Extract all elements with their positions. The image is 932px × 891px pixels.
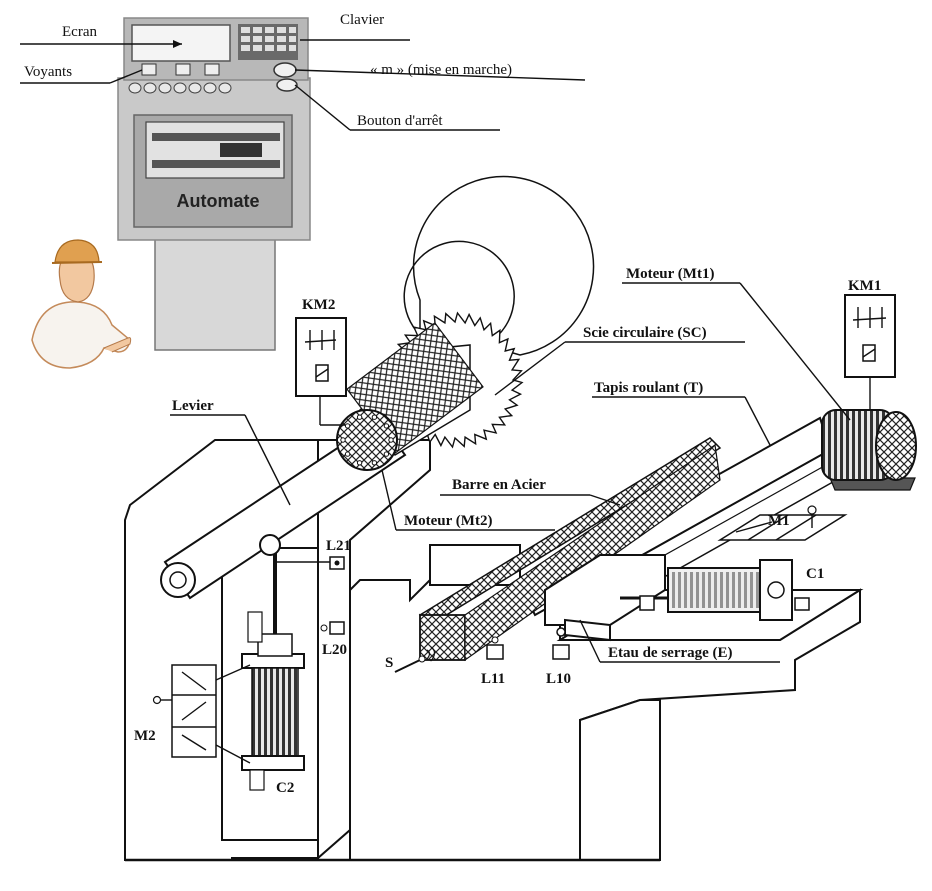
plc-callouts [20,39,586,131]
clamping-vise [544,554,666,642]
km1-contactor [844,294,896,410]
motor-bolt [344,451,351,457]
mt1-fan-cover [875,411,917,481]
vise-body [544,554,666,626]
l10-label: L10 [546,671,571,687]
sensor-s [394,646,436,673]
km1-label: KM1 [848,278,881,294]
moteur-mt1-label: Moteur (Mt1) [626,266,714,282]
saw-guard [403,175,595,356]
motor-bolt [388,437,394,443]
base-leg [579,699,661,861]
limit-switch-l11 [486,636,504,660]
scie-circulaire-label: Scie circulaire (SC) [583,325,707,341]
motor-bolt [356,460,363,466]
limit-switch-l20 [320,621,345,635]
voyants-label: Voyants [24,64,72,80]
etau-label: Etau de serrage (E) [608,645,733,661]
operator-illustration [31,239,132,369]
m1-label: M1 [768,513,790,529]
bouton-arret-label: Bouton d'arrêt [357,113,443,129]
callout-lines [170,282,851,663]
steel-bar-end [419,614,466,661]
valve-m1 [717,505,848,541]
ecran-label: Ecran [62,24,97,40]
plc-stand [154,237,276,351]
limit-switch-l21 [329,556,345,570]
s-label: S [385,655,393,671]
levier-label: Levier [172,398,214,414]
automate-label: Automate [176,191,259,211]
plc-module [145,121,285,179]
motor-bolt [356,414,363,420]
plc-keypad [238,24,298,60]
l11-label: L11 [481,671,505,687]
m2-label: M2 [134,728,156,744]
motor-bolt [383,451,390,457]
tapis-roulant-label: Tapis roulant (T) [594,380,703,396]
moteur-mt2-label: Moteur (Mt2) [404,513,492,529]
km2-label: KM2 [302,297,335,313]
cylinder-c2 [241,534,338,791]
motor-bolt [340,437,346,443]
valve-m2 [152,664,251,764]
plc-indicator-lights [128,63,232,94]
motor-bolt [371,414,378,420]
l21-label: L21 [326,538,351,554]
cylinder-c1 [620,559,810,621]
saw-motor-bolts [340,414,394,466]
motor-mt1 [821,409,917,491]
plc-cabinet [117,17,311,351]
barre-acier-label: Barre en Acier [452,477,546,493]
motor-bolt [371,460,378,466]
plc-start-stop-buttons [273,62,298,92]
circular-saw [336,175,595,471]
motor-bolt [383,423,390,429]
plc-screen [131,24,231,62]
lever-arm [160,418,407,600]
clavier-label: Clavier [340,12,384,28]
c2-label: C2 [276,780,294,796]
c1-label: C1 [806,566,824,582]
saw-motor-face [336,409,398,471]
motor-bolt [344,423,351,429]
steel-bar [418,437,722,662]
km2-contactor [295,317,347,426]
l20-label: L20 [322,642,347,658]
mise-en-marche-label: « m » (mise en marche) [370,62,512,78]
limit-switch-l10 [552,627,570,660]
